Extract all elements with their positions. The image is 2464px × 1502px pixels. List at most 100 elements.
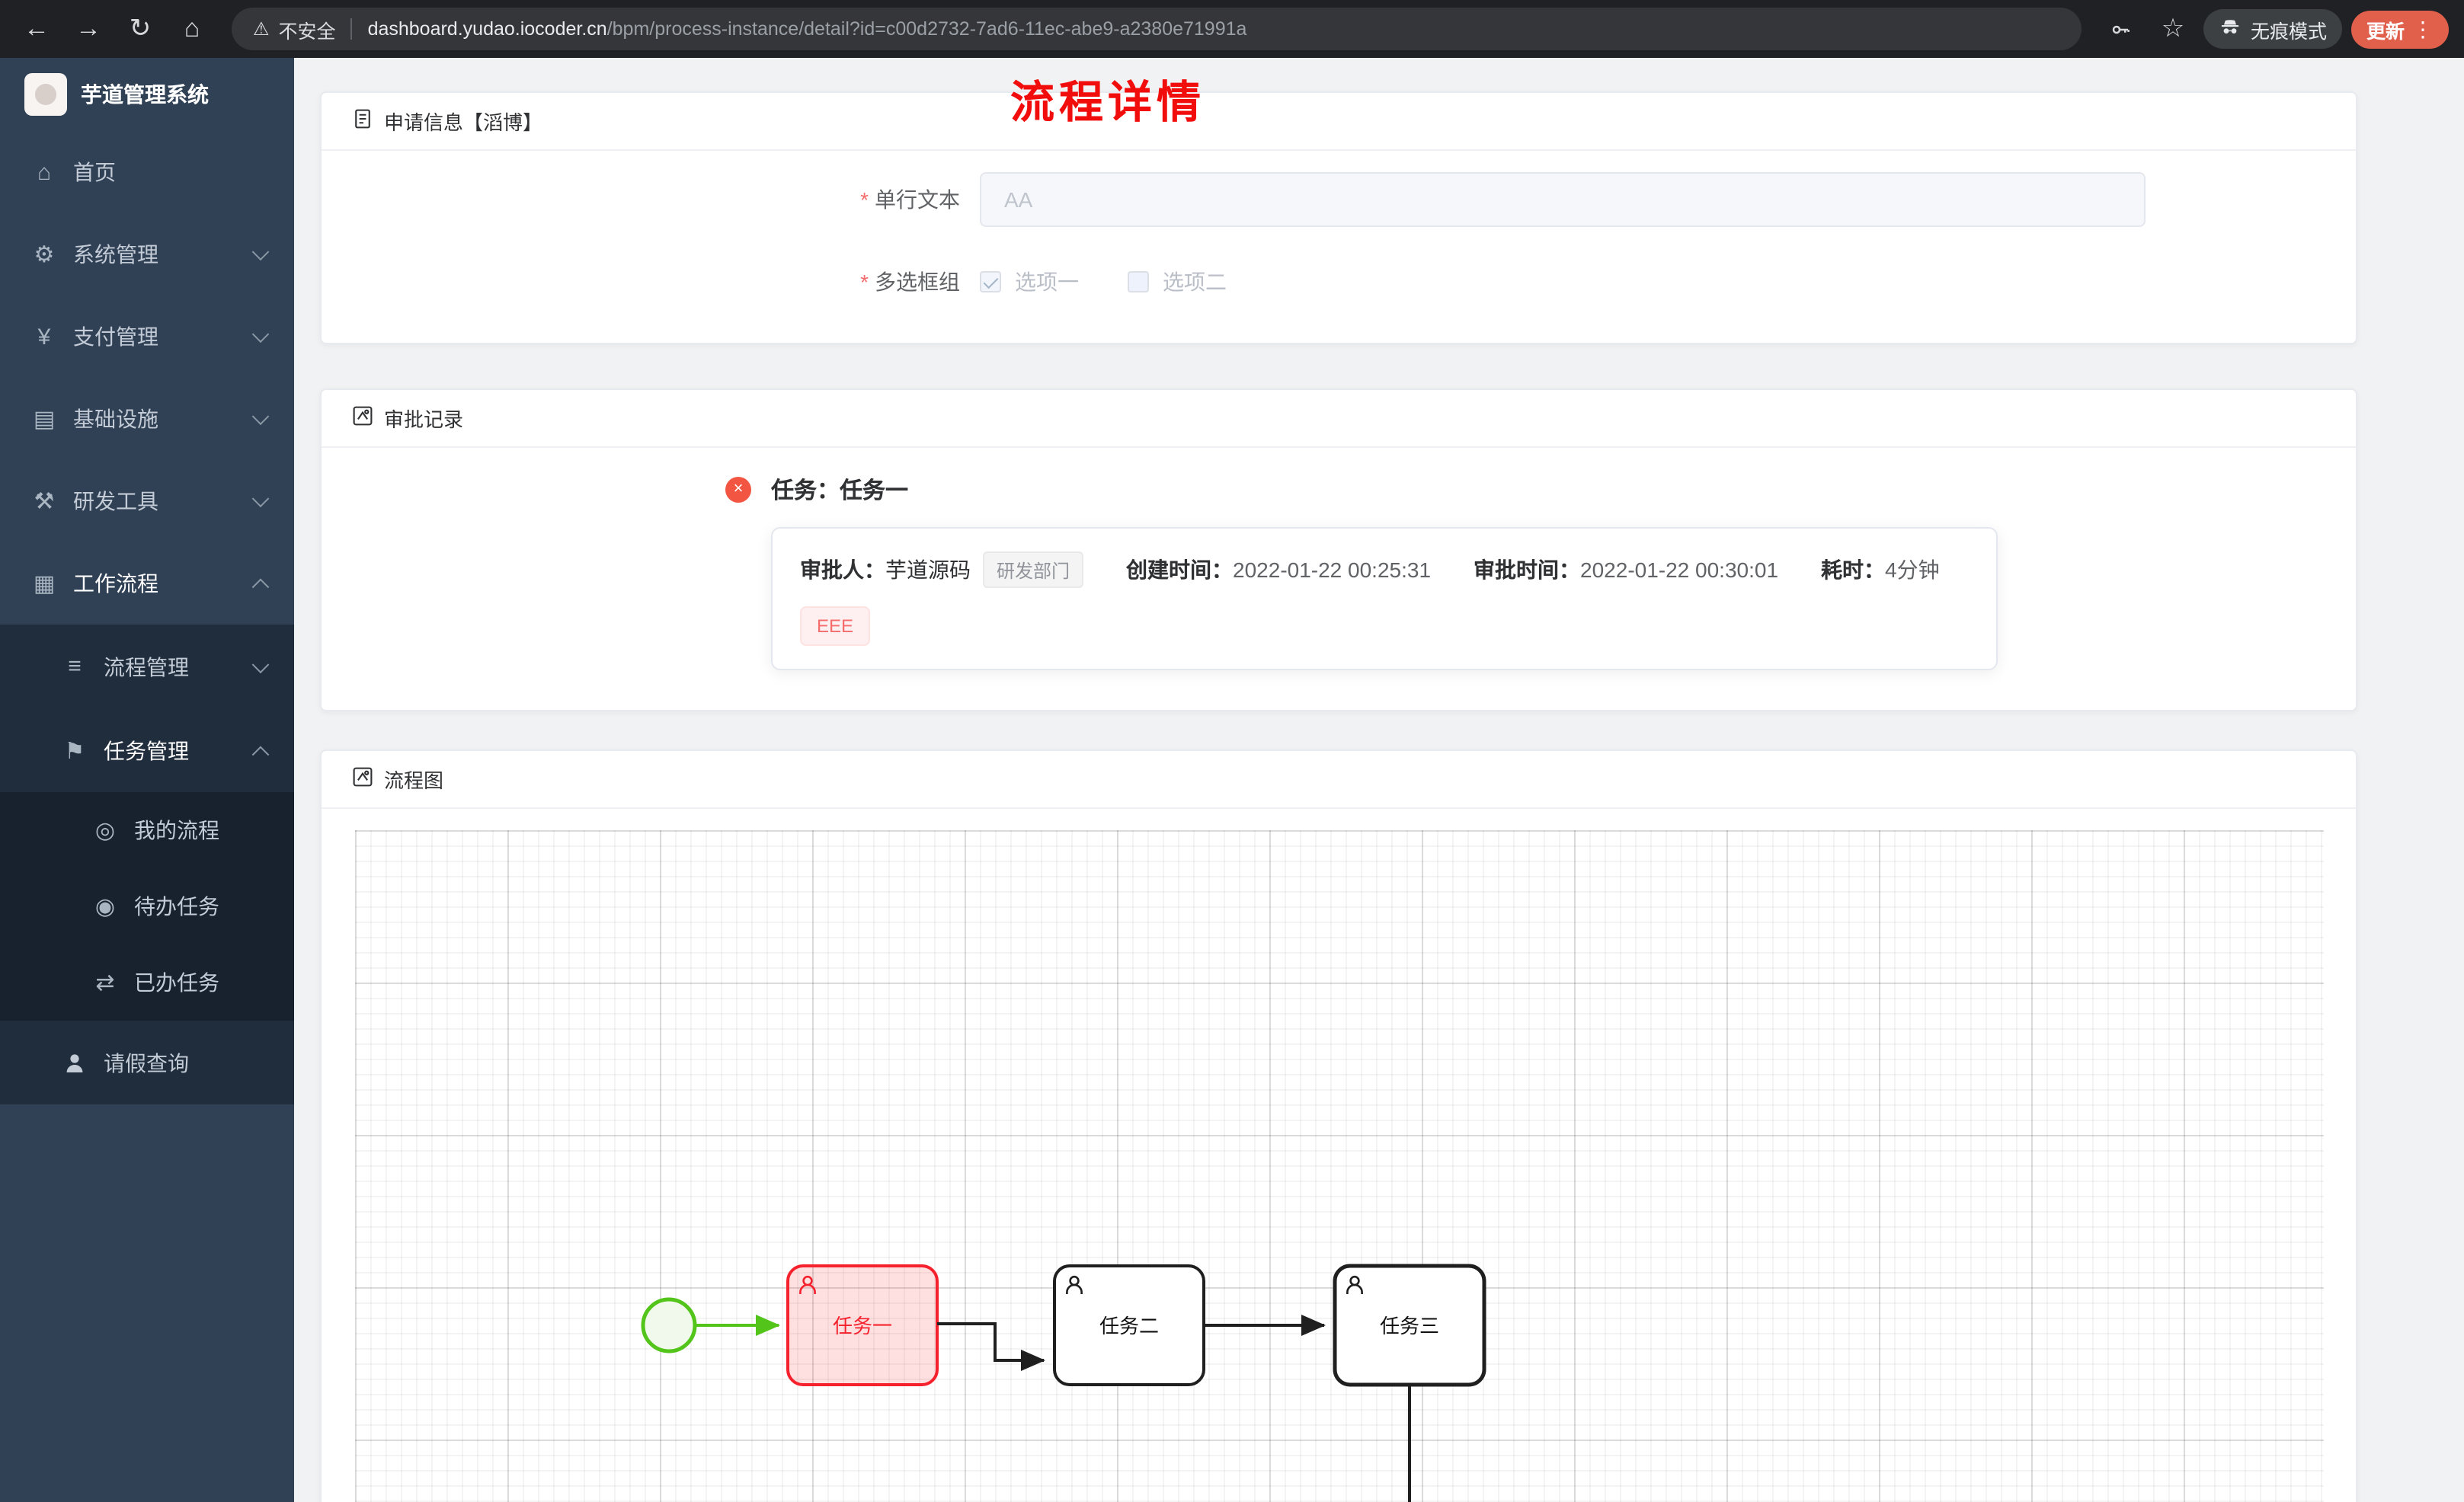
checkbox-option-2: 选项二 <box>1128 267 1227 297</box>
field-label-single-line-text: *单行文本 <box>860 187 960 212</box>
dept-tag: 研发部门 <box>983 551 1084 588</box>
sidebar-item-payment-mgmt[interactable]: ¥ 支付管理 <box>0 296 294 378</box>
user-task-icon <box>1346 1275 1363 1294</box>
sidebar: 芋道管理系统 ⌂ 首页 ⚙ 系统管理 ¥ 支付管理 ▤ 基础设施 <box>0 58 294 1502</box>
workflow-icon: ▦ <box>33 571 56 597</box>
security-warning-icon: ⚠ <box>253 18 270 40</box>
incognito-icon <box>2219 15 2242 43</box>
sidebar-item-my-process[interactable]: ◎ 我的流程 <box>0 792 294 868</box>
form-row-text: *单行文本 <box>322 172 2356 227</box>
duration-value: 4分钟 <box>1885 558 1940 582</box>
checkbox-box-checked <box>980 271 1001 292</box>
required-asterisk: * <box>860 187 869 212</box>
sidebar-item-infrastructure[interactable]: ▤ 基础设施 <box>0 378 294 460</box>
sidebar-item-label: 任务管理 <box>104 738 189 762</box>
checkbox-label: 选项二 <box>1163 270 1227 294</box>
rejected-status-icon: × <box>725 477 751 503</box>
sidebar-item-workflow[interactable]: ▦ 工作流程 <box>0 542 294 625</box>
create-time-label: 创建时间： <box>1126 558 1234 582</box>
dashboard-icon: ⌂ <box>37 159 52 185</box>
app-logo[interactable]: 芋道管理系统 <box>0 58 294 131</box>
browser-toolbar: ← → ↻ ⌂ ⚠ 不安全 dashboard.yudao.iocoder.cn… <box>0 0 2464 58</box>
key-icon[interactable] <box>2100 8 2142 50</box>
checkbox-box-unchecked <box>1128 271 1149 292</box>
infrastructure-icon: ▤ <box>33 407 56 433</box>
back-button[interactable]: ← <box>24 14 50 43</box>
chevron-down-icon <box>251 407 270 426</box>
reason-tag: EEE <box>800 606 871 646</box>
form-row-checkbox-group: *多选框组 选项一 选项二 <box>322 267 2356 297</box>
card-title: 流程图 <box>384 769 444 792</box>
menu-dots-icon[interactable]: ⋮ <box>2412 16 2434 40</box>
bookmark-star-icon[interactable]: ☆ <box>2161 14 2185 43</box>
sidebar-item-label: 待办任务 <box>134 894 219 919</box>
start-event-node[interactable] <box>641 1297 697 1353</box>
approval-detail-line: 审批人： 芋道源码 研发部门 创建时间： 2022-01-22 00:25:31… <box>800 551 1969 588</box>
task-node-2[interactable]: 任务二 <box>1053 1264 1205 1386</box>
sidebar-item-label: 系统管理 <box>73 242 158 267</box>
sidebar-item-label: 请假查询 <box>104 1050 189 1075</box>
sidebar-item-task-mgmt[interactable]: ⚑ 任务管理 <box>0 708 294 792</box>
checkbox-label: 选项一 <box>1015 270 1079 294</box>
chevron-down-icon <box>251 655 270 673</box>
process-diagram-card-header: 流程图 <box>322 751 2356 809</box>
sidebar-item-label: 研发工具 <box>73 489 158 513</box>
sidebar-item-home[interactable]: ⌂ 首页 <box>0 131 294 213</box>
sequence-flow-task1-to-task2 <box>937 1322 1045 1371</box>
user-icon <box>61 1052 88 1073</box>
sidebar-item-label: 基础设施 <box>73 407 158 431</box>
sidebar-item-label: 首页 <box>73 160 116 184</box>
chevron-down-icon <box>251 243 270 261</box>
task-title: 任务：任务一 <box>771 478 909 504</box>
card-title: 申请信息【滔博】 <box>384 111 543 134</box>
required-asterisk: * <box>860 270 869 294</box>
sidebar-item-label: 支付管理 <box>73 324 158 349</box>
approve-time-label: 审批时间： <box>1474 558 1581 582</box>
address-separator <box>350 18 353 40</box>
incognito-label: 无痕模式 <box>2250 21 2327 42</box>
document-icon <box>352 108 373 134</box>
chevron-up-icon <box>251 745 270 763</box>
yen-icon: ¥ <box>37 324 51 350</box>
chevron-down-icon <box>251 325 270 344</box>
list-icon: ≡ <box>68 654 82 679</box>
app-title: 芋道管理系统 <box>81 82 209 107</box>
done-icon: ⇄ <box>95 970 115 996</box>
reload-button[interactable]: ↻ <box>129 14 152 43</box>
home-button[interactable]: ⌂ <box>184 14 200 43</box>
approval-record-card-header: 审批记录 <box>322 390 2356 448</box>
url-domain: dashboard.yudao.iocoder.cn <box>367 18 607 40</box>
diagram-icon <box>352 766 373 792</box>
sidebar-item-done-tasks[interactable]: ⇄ 已办任务 <box>0 944 294 1021</box>
sidebar-item-dev-tools[interactable]: ⚒ 研发工具 <box>0 460 294 542</box>
task-node-1[interactable]: 任务一 <box>786 1264 939 1386</box>
sidebar-item-todo-tasks[interactable]: ◉ 待办任务 <box>0 868 294 944</box>
url-path: /bpm/process-instance/detail?id=c00d2732… <box>606 18 1247 40</box>
task-label: 任务二 <box>1099 1315 1159 1337</box>
eye-icon: ◉ <box>94 894 116 920</box>
task-node-3[interactable]: 任务三 <box>1333 1264 1486 1387</box>
bpmn-canvas[interactable]: 任务一 任务二 <box>355 830 2324 1502</box>
task-label: 任务一 <box>833 1315 892 1337</box>
sidebar-item-leave-query[interactable]: 请假查询 <box>0 1021 294 1104</box>
apply-info-card: 申请信息【滔博】 *单行文本 *多选框组 选项一 选项二 <box>320 91 2357 344</box>
approval-record-card: 审批记录 × 任务：任务一 审批人： 芋道源码 研发部门 创建时间： 2022-… <box>320 388 2357 711</box>
single-line-text-input <box>980 172 2146 227</box>
approval-reason-line: EEE <box>800 606 1969 646</box>
sidebar-item-label: 我的流程 <box>134 818 219 842</box>
sidebar-menu: ⌂ 首页 ⚙ 系统管理 ¥ 支付管理 ▤ 基础设施 ⚒ 研发工具 <box>0 131 294 1104</box>
approver-name: 芋道源码 <box>885 558 971 582</box>
sidebar-item-system-mgmt[interactable]: ⚙ 系统管理 <box>0 213 294 296</box>
approver-label: 审批人： <box>800 558 885 582</box>
chevron-up-icon <box>251 578 270 596</box>
page-title: 流程详情 <box>1010 79 1206 128</box>
field-label-checkbox-group: *多选框组 <box>860 270 960 294</box>
update-button[interactable]: 更新 ⋮ <box>2350 10 2449 48</box>
card-title: 审批记录 <box>384 408 464 431</box>
task-label: 任务三 <box>1380 1315 1439 1337</box>
forward-button[interactable]: → <box>75 14 101 43</box>
address-bar[interactable]: ⚠ 不安全 dashboard.yudao.iocoder.cn/bpm/pro… <box>232 8 2082 50</box>
approval-detail-card: 审批人： 芋道源码 研发部门 创建时间： 2022-01-22 00:25:31… <box>771 527 1998 670</box>
checkbox-option-1: 选项一 <box>980 267 1079 297</box>
sidebar-item-process-mgmt[interactable]: ≡ 流程管理 <box>0 625 294 708</box>
